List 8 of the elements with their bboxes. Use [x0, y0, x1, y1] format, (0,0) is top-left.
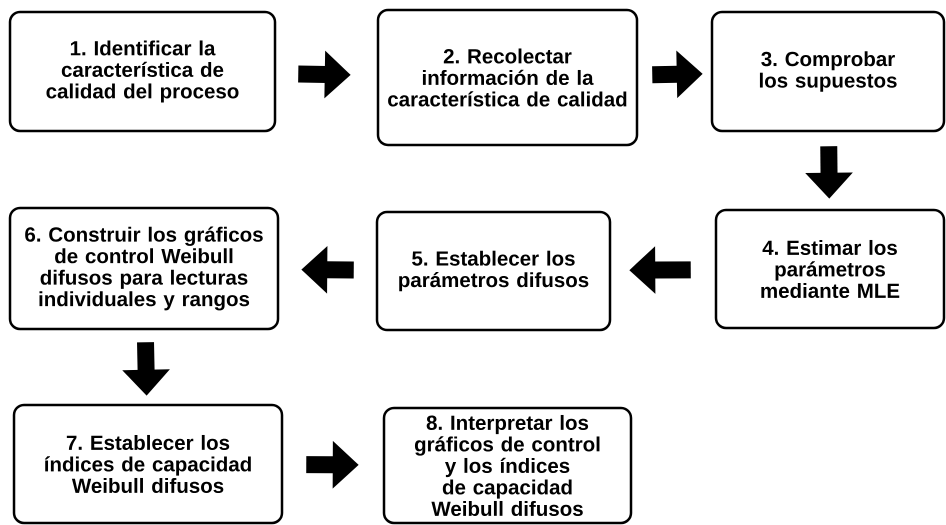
process-box: 1. Identificar la característica de calidad del proceso — [8, 10, 276, 132]
process-box: 4. Estimar los parámetros mediante MLE — [714, 208, 946, 330]
process-box: 7. Establecer los índices de capacidad Weibull difusos — [12, 404, 284, 524]
process-box: 8. Interpretar los gráficos de control y los índices de capacidad Weibull difusos — [382, 406, 632, 524]
process-box: 3. Comprobar los supuestos — [710, 10, 946, 132]
process-box: 6. Construir los gráficos de control Weibull difusos para lecturas individuales y rangos — [8, 206, 280, 330]
process-box: 2. Recolectar información de la característica de calidad — [376, 8, 638, 146]
process-box: 5. Establecer los parámetros difusos — [376, 210, 612, 332]
